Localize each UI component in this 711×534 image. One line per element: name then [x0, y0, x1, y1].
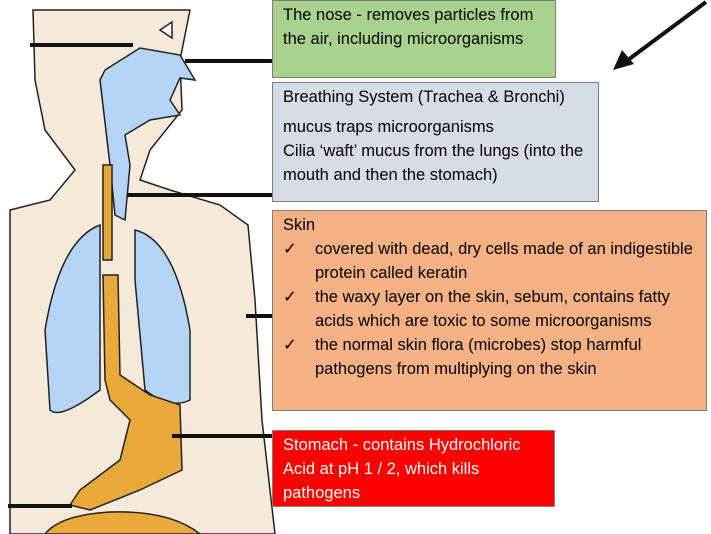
breathing-title: Breathing System (Trachea & Bronchi)	[283, 88, 565, 106]
skin-title: Skin	[283, 216, 316, 234]
check-icon: ✓	[283, 288, 297, 306]
arrow-head-icon	[613, 50, 634, 70]
intestine	[44, 511, 202, 534]
pointer-arrow	[626, 0, 708, 62]
list-item: ✓the waxy layer on the skin, sebum, cont…	[283, 285, 696, 333]
left-lung	[44, 223, 101, 414]
breathing-line-2: Cilia ‘waft’ mucus from the lungs (into …	[283, 142, 584, 184]
list-item: ✓covered with dead, dry cells made of an…	[283, 237, 696, 285]
check-icon: ✓	[283, 240, 297, 258]
stomach	[68, 274, 183, 511]
nose-text: The nose - removes particles from the ai…	[283, 6, 534, 48]
nose-box: The nose - removes particles from the ai…	[272, 0, 556, 78]
breathing-system-box: Breathing System (Trachea & Bronchi) muc…	[272, 82, 599, 202]
oesophagus	[102, 164, 113, 261]
breathing-line-1: mucus traps microorganisms	[283, 118, 494, 136]
stomach-box: Stomach - contains Hydrochloric Acid at …	[272, 430, 555, 507]
check-icon: ✓	[283, 336, 297, 354]
stomach-text: Stomach - contains Hydrochloric Acid at …	[283, 436, 521, 502]
skin-box: Skin ✓covered with dead, dry cells made …	[272, 210, 707, 411]
list-item: ✓the normal skin flora (microbes) stop h…	[283, 333, 696, 381]
